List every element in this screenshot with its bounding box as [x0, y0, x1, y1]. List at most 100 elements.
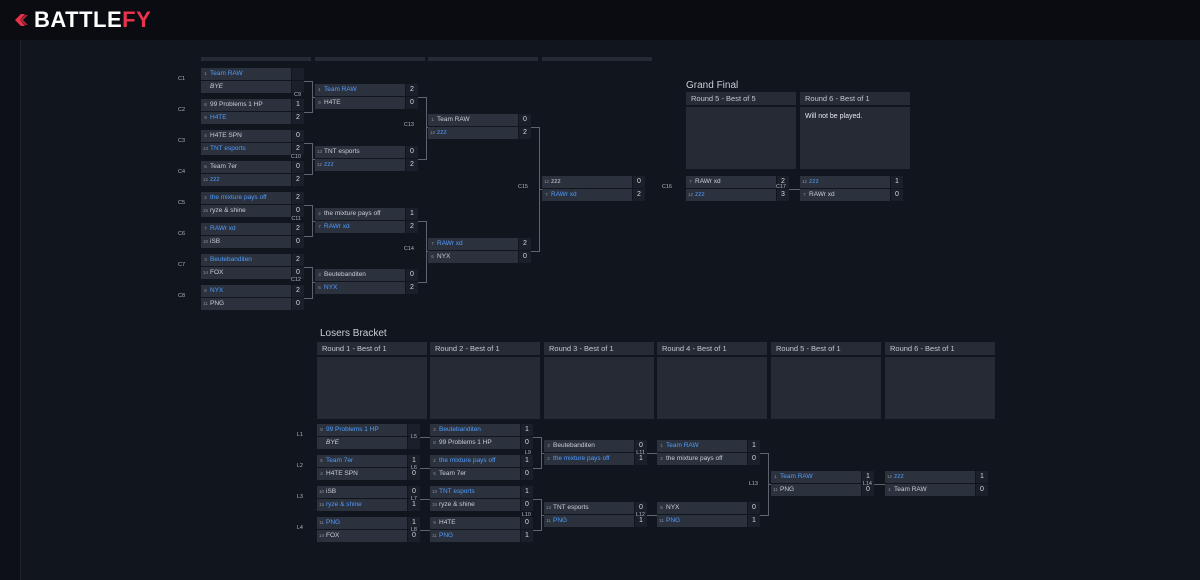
match-label: C9	[293, 92, 301, 98]
team-score: 0	[406, 97, 418, 109]
match-label: L12	[635, 512, 645, 518]
team-score: 1	[521, 486, 533, 498]
team-seed: 2	[660, 456, 663, 461]
team-slot[interactable]: BYE	[317, 437, 407, 449]
match-label: C16	[661, 184, 672, 190]
team-slot[interactable]: BYE	[201, 81, 291, 93]
round-header-strip	[315, 57, 425, 61]
team-score: 0	[406, 146, 418, 158]
losers-round-4-panel	[657, 357, 767, 419]
team-name: Team RAW	[780, 473, 813, 480]
battlefy-logo[interactable]: BATTLEFY	[12, 7, 151, 32]
grand-final-round-5-header: Round 5 - Best of 5	[686, 92, 796, 105]
team-name: NYX	[210, 287, 224, 294]
team-score	[292, 81, 304, 93]
team-name: RAWr xd	[437, 240, 463, 247]
team-score: 0	[408, 486, 420, 498]
team-name: Beutebanditen	[324, 271, 366, 278]
team-score: 1	[635, 515, 647, 527]
team-name: PNG	[326, 519, 341, 526]
team-name: iSB	[326, 488, 337, 495]
team-score: 1	[635, 453, 647, 465]
match-label: L8	[410, 527, 417, 533]
team-seed: 1	[774, 474, 777, 479]
team-score: 2	[406, 84, 418, 96]
team-seed: 14	[318, 533, 324, 538]
team-seed: 8	[433, 440, 436, 445]
connector-line	[420, 530, 428, 531]
team-name: the mixture pays off	[324, 210, 381, 217]
team-name: RAWr xd	[809, 191, 835, 198]
losers-round-3-header: Round 3 - Best of 1	[544, 342, 654, 355]
match-label: C15	[517, 184, 528, 190]
team-score: 3	[777, 189, 789, 201]
team-score: 1	[891, 176, 903, 188]
match-label: L11	[636, 450, 645, 456]
team-name: RAWr xd	[695, 178, 721, 185]
team-seed: 12	[886, 474, 892, 479]
grand-final-round-6-panel	[800, 107, 910, 169]
match-label: C12	[290, 277, 301, 283]
